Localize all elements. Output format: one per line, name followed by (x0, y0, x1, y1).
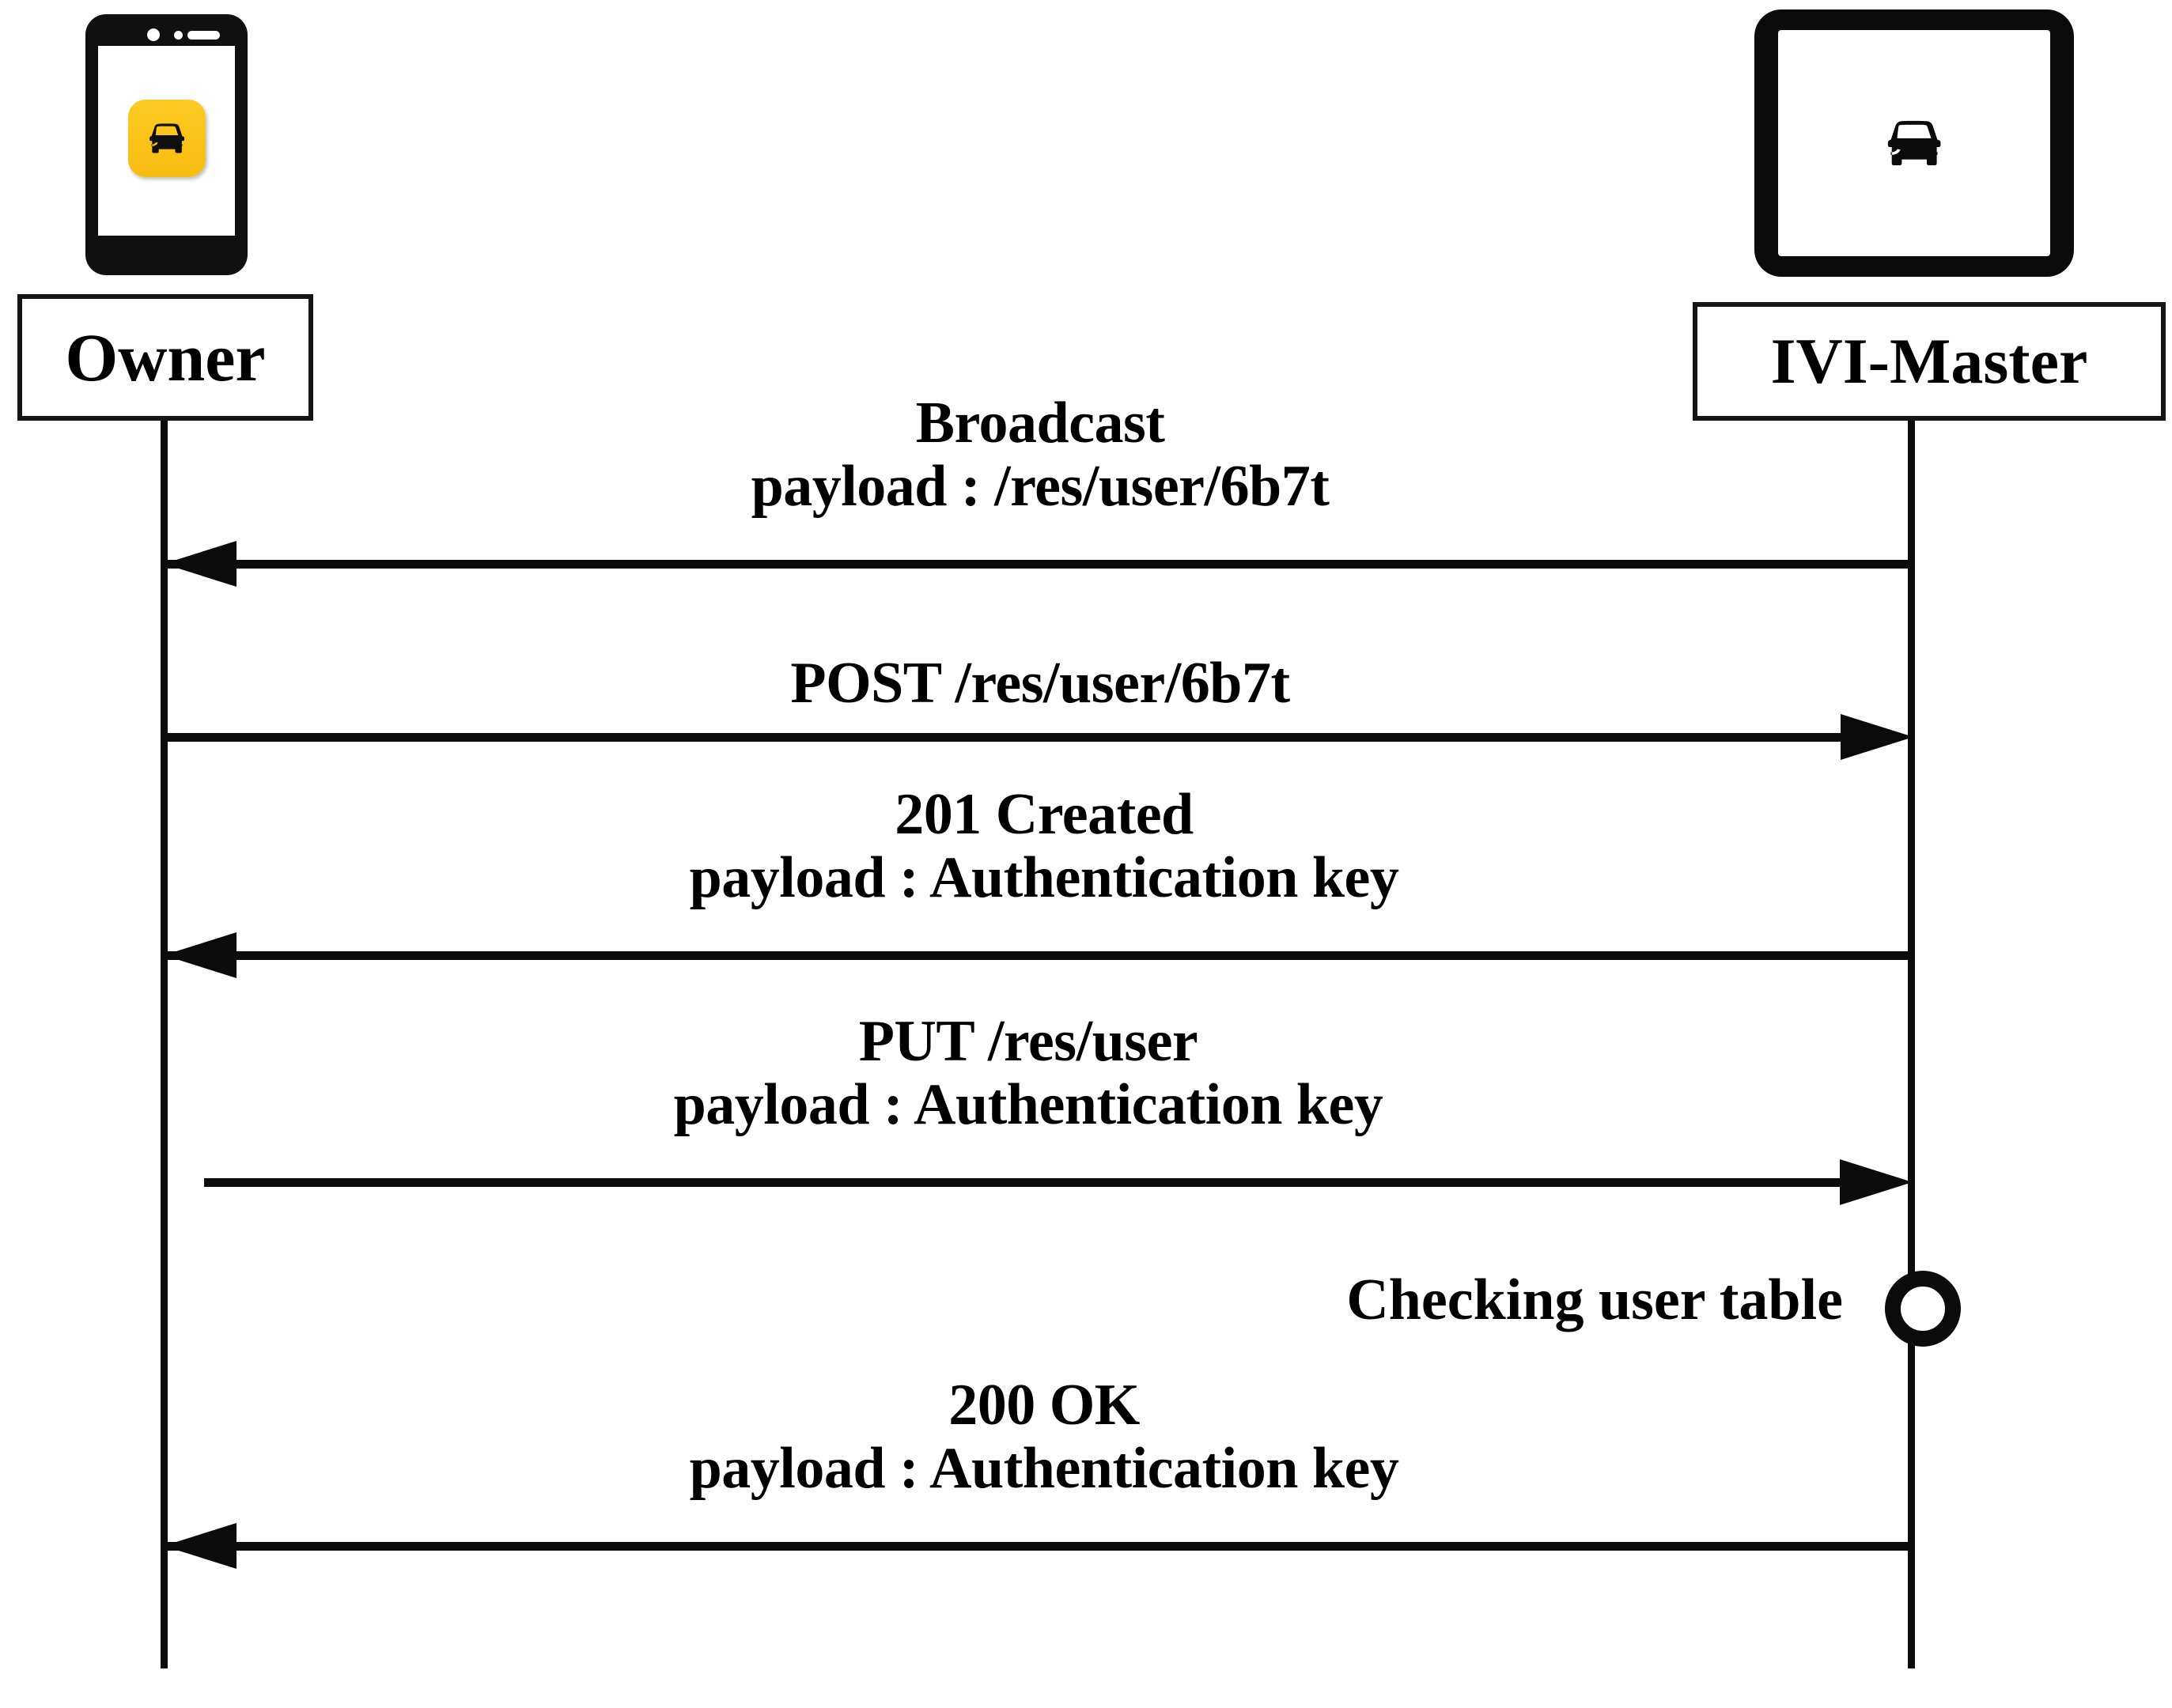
participant-box-ivi-master[interactable]: IVI-Master (1693, 302, 2166, 421)
tablet-screen (1778, 30, 2050, 256)
car-app-tile-icon (128, 100, 206, 177)
message-4-label: PUT /res/user payload : Authentication k… (673, 1009, 1383, 1137)
message-4-arrowhead-right-icon (1840, 1159, 1913, 1205)
message-2-line (164, 733, 1841, 742)
participant-box-owner[interactable]: Owner (17, 294, 313, 421)
execution-ring-icon (1885, 1271, 1961, 1347)
message-2-label: POST /res/user/6b7t (790, 651, 1290, 716)
message-1-line (164, 560, 1913, 569)
lifeline-ivi-master (1908, 421, 1915, 1668)
message-3-line (164, 951, 1913, 960)
phone-sensor-dot-icon (174, 31, 183, 40)
participant-label-owner: Owner (65, 319, 266, 395)
tablet-car-icon (1754, 9, 2074, 277)
message-5-line (164, 1542, 1913, 1551)
message-1-arrowhead-left-icon (164, 541, 236, 587)
message-5-label: 200 OK payload : Authentication key (689, 1373, 1399, 1501)
participant-label-ivi-master: IVI-Master (1770, 325, 2088, 397)
annotation-checking-user-table-label: Checking user table (1346, 1268, 1843, 1332)
smartphone-car-app-icon (85, 14, 248, 275)
message-5-arrowhead-left-icon (164, 1523, 236, 1569)
message-1-label: Broadcast payload : /res/user/6b7t (751, 391, 1330, 519)
phone-camera-icon (147, 28, 160, 41)
lifeline-owner (161, 421, 168, 1668)
message-2-arrowhead-right-icon (1841, 714, 1913, 760)
message-3-label: 201 Created payload : Authentication key (689, 782, 1399, 910)
message-4-line (204, 1178, 1840, 1187)
phone-speaker-icon (187, 31, 220, 40)
message-3-arrowhead-left-icon (164, 932, 236, 978)
